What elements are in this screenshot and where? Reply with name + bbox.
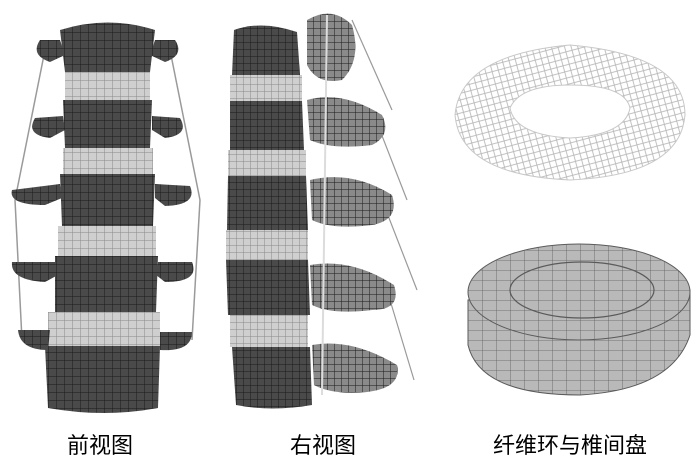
right-view-spine-model — [226, 13, 418, 409]
annulus-fibrosus-wireframe — [454, 44, 686, 181]
front-view-panel — [0, 0, 215, 420]
front-vertebrae — [45, 22, 160, 413]
disc-caption: 纤维环与椎间盘 — [492, 434, 648, 459]
right-vertebrae — [226, 25, 312, 409]
right-posterior-elements — [307, 13, 398, 393]
right-view-panel — [222, 0, 422, 420]
front-ligaments — [14, 49, 201, 341]
front-transverse-processes — [11, 40, 194, 351]
disc-model — [454, 44, 691, 396]
right-view-caption: 右视图 — [289, 434, 357, 459]
disc-panel — [440, 0, 700, 420]
intervertebral-disc-solid — [467, 243, 691, 396]
front-view-caption: 前视图 — [66, 434, 134, 459]
front-view-spine-model — [11, 22, 201, 413]
